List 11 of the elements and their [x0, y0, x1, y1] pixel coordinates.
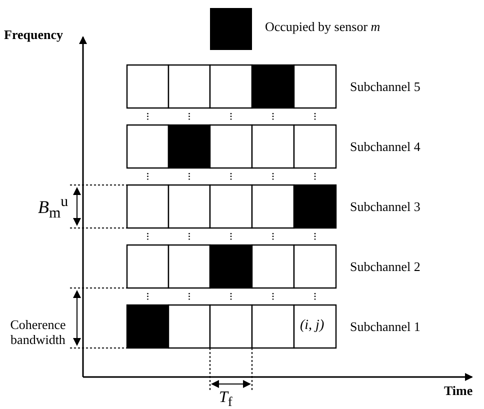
subchannel-label: Subchannel 1	[350, 320, 420, 335]
subchannel-label: Subchannel 3	[350, 200, 420, 215]
subchannel-label: Subchannel 4	[350, 140, 420, 155]
period-symbol: T$_{f}$	[219, 389, 232, 409]
axis-label: Time	[444, 384, 473, 399]
cell-label: (i, j)	[300, 318, 324, 334]
axis-label: Frequency	[4, 28, 63, 43]
subchannel-label: Subchannel 5	[350, 80, 420, 95]
bandwidth-label: Coherence bandwidth	[9, 318, 67, 348]
legend-label: Occupied by sensor m	[265, 20, 380, 35]
subchannel-label: Subchannel 2	[350, 260, 420, 275]
